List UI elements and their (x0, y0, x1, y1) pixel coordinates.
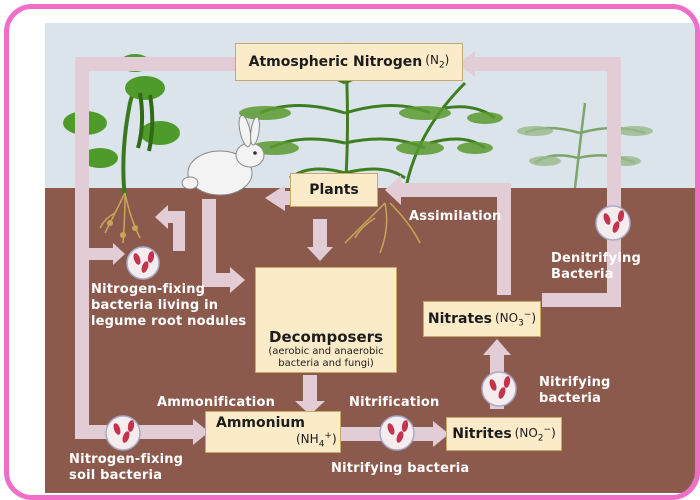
plants-box: Plants (290, 173, 378, 207)
assimilation-label: Assimilation (409, 209, 502, 224)
ammonium-formula: (NH4+) (296, 431, 337, 450)
soil-bacteria-label: Nitrogen-fixing soil bacteria (69, 452, 184, 483)
nitrification-label: Nitrification (349, 395, 440, 410)
nitrifying-bacteria-bottom-label: Nitrifying bacteria (331, 461, 470, 476)
nitrites-label: Nitrites (452, 426, 512, 442)
nitrates-formula: (NO3−) (495, 309, 537, 329)
rabbit-icon (181, 114, 265, 196)
atmospheric-nitrogen-formula: (N2) (425, 53, 450, 71)
fern-roots (344, 202, 421, 254)
ammonification-label: Ammonification (157, 395, 276, 410)
nitrites-formula: (NO2−) (514, 424, 556, 444)
atmospheric-nitrogen-label: Atmospheric Nitrogen (248, 54, 423, 70)
legume-bacteria-label: Nitrogen-fixing bacteria living in legum… (91, 282, 247, 329)
nitrifying-bacteria-right-label: Nitrifying bacteria (539, 375, 611, 406)
atmospheric-nitrogen-box: Atmospheric Nitrogen (N2) (235, 43, 463, 81)
denitrifying-bacteria-label: Denitrifying Bacteria (551, 251, 641, 282)
diagram-frame: Atmospheric Nitrogen (N2) Plants Decompo… (4, 4, 700, 500)
decomposers-label: Decomposers (269, 328, 383, 346)
nitrates-label: Nitrates (427, 311, 492, 327)
ammonium-box: Ammonium (NH4+) (205, 411, 341, 453)
plants-label: Plants (309, 182, 359, 198)
decomposers-box: Decomposers (aerobic and anaerobic bacte… (255, 267, 397, 373)
nitrites-box: Nitrites (NO2−) (446, 417, 562, 451)
ammonium-label: Ammonium (216, 415, 305, 431)
nitrates-box: Nitrates (NO3−) (423, 301, 541, 337)
decomposers-note: (aerobic and anaerobic bacteria and fung… (268, 346, 384, 369)
